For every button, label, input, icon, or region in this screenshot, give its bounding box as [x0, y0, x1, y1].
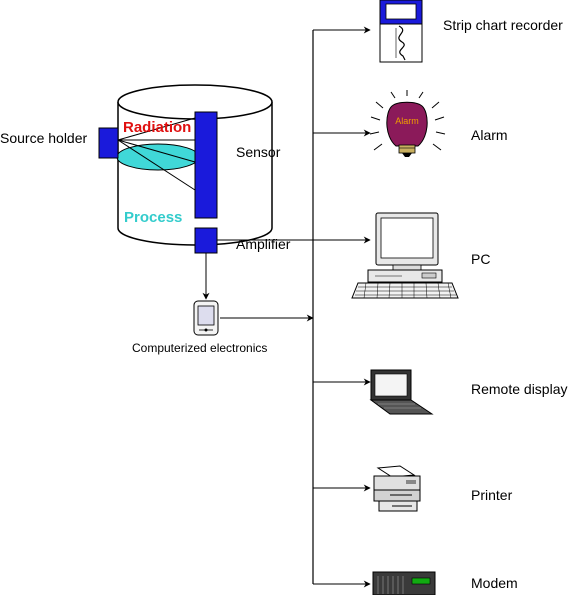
alarm-bulb-text: Alarm [395, 116, 419, 126]
pda-icon [193, 300, 219, 336]
modem-icon [372, 571, 436, 595]
modem-label: Modem [471, 575, 518, 591]
sensor-label: Sensor [236, 144, 281, 160]
radiation-label: Radiation [123, 119, 192, 136]
radiation-beams [117, 117, 196, 191]
sensor-bar [194, 111, 218, 219]
source-holder-block [98, 127, 119, 159]
laptop-icon [369, 369, 434, 415]
alarm-label: Alarm [471, 127, 508, 143]
amplifier-block [194, 227, 218, 254]
source-holder-label: Source holder [0, 130, 88, 146]
computerized-electronics-label: Computerized electronics [132, 341, 268, 355]
strip-chart-recorder-icon [379, 0, 423, 63]
remote-display-label: Remote display [471, 381, 568, 397]
alarm-bulb-icon: Alarm [369, 90, 446, 157]
process-label: Process [124, 209, 183, 226]
strip-chart-recorder-label: Strip chart recorder [443, 17, 563, 33]
amplifier-label: Amplifier [236, 236, 291, 252]
printer-icon [373, 465, 421, 512]
output-arrows [313, 26, 371, 588]
pc-icon [351, 212, 459, 299]
pc-label: PC [471, 251, 491, 267]
printer-label: Printer [471, 487, 513, 503]
